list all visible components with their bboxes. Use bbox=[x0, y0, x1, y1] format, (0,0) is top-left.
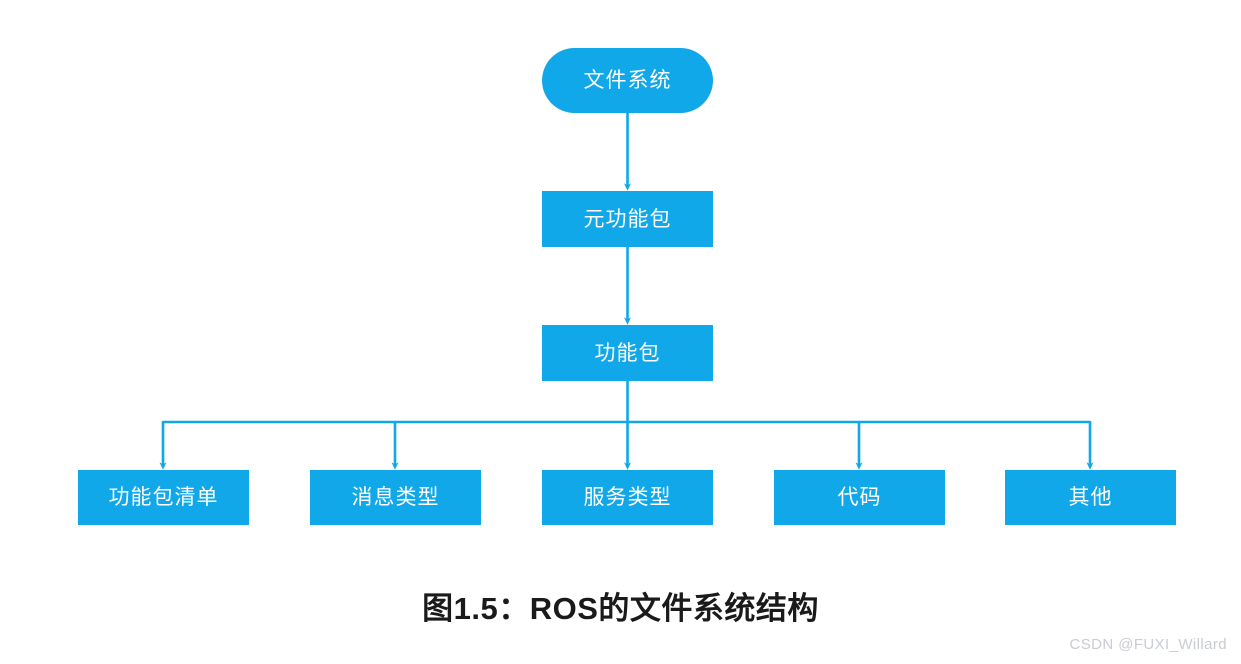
node-filesystem-label: 文件系统 bbox=[583, 69, 672, 92]
node-service-type[interactable]: 服务类型 bbox=[542, 470, 713, 525]
node-code[interactable]: 代码 bbox=[774, 470, 945, 525]
node-message-type[interactable]: 消息类型 bbox=[310, 470, 481, 525]
node-other-label: 其他 bbox=[1068, 486, 1113, 509]
node-message-type-label: 消息类型 bbox=[351, 486, 440, 509]
node-other[interactable]: 其他 bbox=[1005, 470, 1176, 525]
figure-caption: 图1.5：ROS的文件系统结构 bbox=[422, 591, 819, 626]
node-filesystem[interactable]: 文件系统 bbox=[542, 48, 713, 113]
node-package[interactable]: 功能包 bbox=[542, 325, 713, 381]
node-metapackage-label: 元功能包 bbox=[583, 207, 672, 231]
node-metapackage[interactable]: 元功能包 bbox=[542, 191, 713, 247]
node-package-label: 功能包 bbox=[594, 341, 661, 365]
node-code-label: 代码 bbox=[837, 486, 882, 509]
node-package-manifest-label: 功能包清单 bbox=[108, 486, 219, 509]
node-package-manifest[interactable]: 功能包清单 bbox=[78, 470, 249, 525]
node-service-type-label: 服务类型 bbox=[583, 486, 672, 509]
csdn-watermark: CSDN @FUXI_Willard bbox=[1069, 636, 1227, 653]
